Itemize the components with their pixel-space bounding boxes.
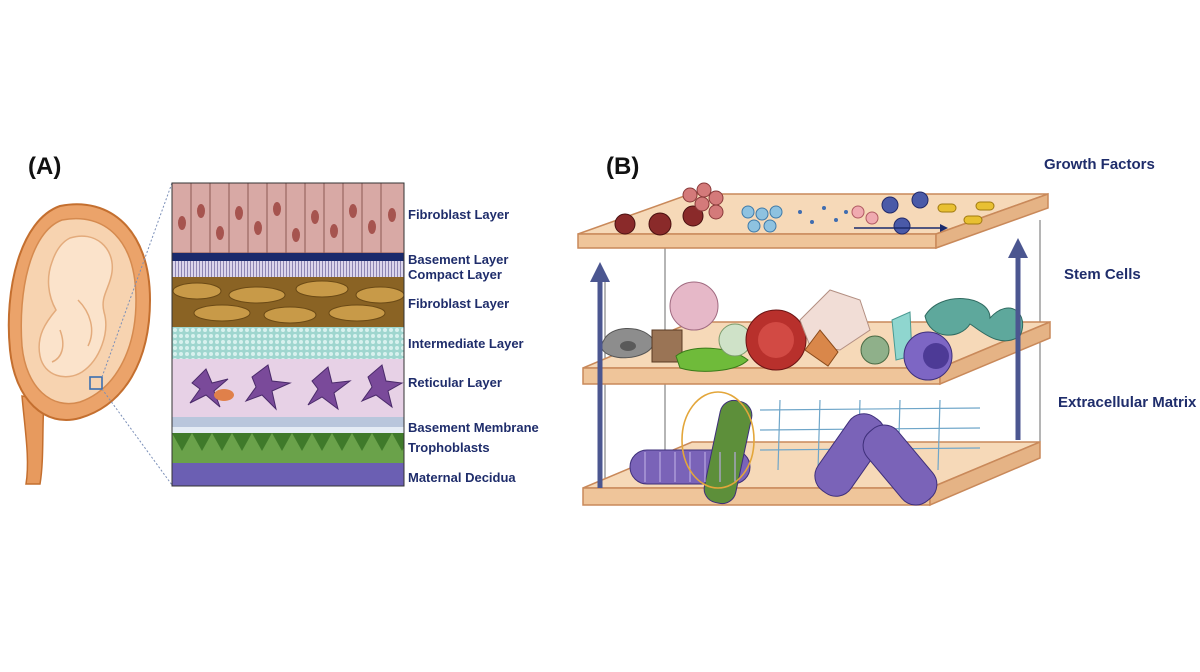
upward-arrow-right bbox=[1008, 238, 1028, 440]
layer-label-basement-membrane: Basement Membrane bbox=[408, 420, 539, 435]
panel-b-letter: (B) bbox=[606, 153, 640, 180]
stem-cell-plate bbox=[582, 281, 1051, 386]
level-label-growth-factors: Growth Factors bbox=[1044, 156, 1155, 173]
layer-label-fibroblast-middle: Fibroblast Layer bbox=[408, 296, 510, 311]
upward-arrow-left bbox=[590, 262, 610, 488]
layer-label-fibroblast-top: Fibroblast Layer bbox=[408, 207, 510, 222]
panel-a-letter: (A) bbox=[28, 153, 62, 180]
ecm-plate bbox=[582, 391, 1041, 507]
layer-label-intermediate: Intermediate Layer bbox=[408, 336, 524, 351]
uterus-illustration bbox=[7, 182, 173, 486]
membrane-cross-section bbox=[171, 182, 405, 487]
layer-label-reticular: Reticular Layer bbox=[408, 375, 502, 390]
layer-label-basement: Basement Layer bbox=[408, 252, 509, 267]
growth-factor-plate bbox=[577, 182, 1049, 250]
layer-label-compact: Compact Layer bbox=[408, 267, 502, 282]
layer-label-maternal-decidua: Maternal Decidua bbox=[408, 470, 516, 485]
layer-label-trophoblasts: Trophoblasts bbox=[408, 440, 490, 455]
level-label-extracellular-matrix: Extracellular Matrix bbox=[1058, 394, 1197, 411]
level-label-stem-cells: Stem Cells bbox=[1064, 266, 1141, 283]
zoom-box bbox=[89, 376, 103, 390]
